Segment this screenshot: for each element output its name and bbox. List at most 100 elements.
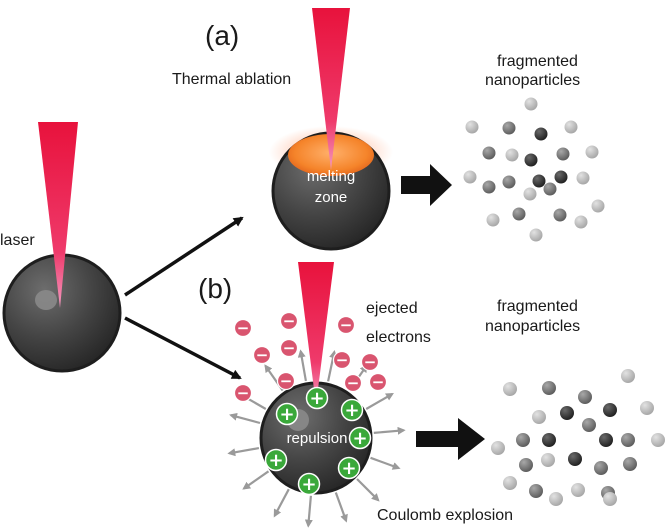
electron: − [233, 383, 253, 403]
positive-sign: + [279, 404, 294, 425]
fragment-particle [576, 171, 590, 185]
positive-sign: + [341, 458, 356, 479]
fragmented-a-line2: nanoparticles [485, 72, 580, 89]
laser-spot [35, 290, 57, 310]
fragment-particle [482, 180, 496, 194]
fragment-particle [502, 175, 516, 189]
laser-beam-left [38, 122, 78, 308]
fragment-particle [591, 199, 605, 213]
repulsion-arrow [242, 470, 270, 490]
electron-sign: − [336, 351, 349, 369]
fragment-particle [532, 410, 546, 424]
ejected-line1: ejected [366, 300, 418, 317]
thermal-nanoparticle-group [269, 8, 393, 251]
repulsion-arrow [356, 478, 380, 502]
melting-label: melting [307, 168, 355, 185]
positive-charge: + [305, 386, 329, 410]
fragment-particle [574, 215, 588, 229]
fragment-particle [621, 369, 635, 383]
repulsion-arrow [365, 393, 394, 410]
fragment-particle [603, 492, 617, 506]
fragment-particle [553, 208, 567, 222]
fragment-particle [623, 457, 637, 471]
fragment-particle [529, 484, 543, 498]
fragment-particle [486, 213, 500, 227]
coulomb-explosion-label: Coulomb explosion [377, 507, 513, 524]
positive-charge: + [340, 398, 364, 422]
repulsion-arrow [229, 412, 261, 425]
fragment-particle [585, 145, 599, 159]
positive-sign: + [268, 450, 283, 471]
fragment-particle [564, 120, 578, 134]
fragmented-a-line1: fragmented [497, 53, 578, 70]
electron-sign: − [256, 346, 269, 364]
electron-sign: − [372, 373, 385, 391]
fragment-particle [594, 461, 608, 475]
fragment-particle [523, 187, 537, 201]
fragment-particle [534, 127, 548, 141]
fragment-particle [542, 381, 556, 395]
positive-sign: + [301, 474, 316, 495]
electron-sign: − [347, 374, 360, 392]
electron: − [332, 350, 352, 370]
electron-sign: − [237, 384, 250, 402]
fragmented-b-line2: nanoparticles [485, 318, 580, 335]
electron: − [233, 318, 253, 338]
positive-charge: + [275, 402, 299, 426]
fragment-particle [543, 182, 557, 196]
fragment-particle [599, 433, 613, 447]
electron-sign: − [283, 339, 296, 357]
initial-nanoparticle-group [2, 122, 122, 373]
positive-sign: + [309, 388, 324, 409]
fragment-particle [503, 476, 517, 490]
fragment-particle [651, 433, 665, 447]
repulsion-arrow [304, 495, 313, 528]
fragment-particle [512, 207, 526, 221]
fragment-particle [463, 170, 477, 184]
positive-sign: + [344, 400, 359, 421]
fragment-particle [578, 390, 592, 404]
fragment-particle [554, 170, 568, 184]
fragment-cluster-a [463, 97, 605, 242]
fragment-particle [603, 403, 617, 417]
electron-sign: − [340, 316, 353, 334]
ejected-electrons: −−−−−−−−−−− [233, 311, 388, 403]
fragment-particle [532, 174, 546, 188]
positive-sign: + [352, 428, 367, 449]
fragmented-b-line1: fragmented [497, 298, 578, 315]
fragment-particle [582, 418, 596, 432]
fragment-particle [568, 452, 582, 466]
laser-label: laser [0, 232, 35, 249]
laser-beam-a [312, 8, 350, 170]
fragment-particle [524, 153, 538, 167]
fragment-particle [571, 483, 585, 497]
positive-charges: + + + + + + + [264, 386, 372, 496]
electron-sign: − [283, 312, 296, 330]
electron: − [368, 372, 388, 392]
ejected-line2: electrons [366, 329, 431, 346]
electron: − [252, 345, 272, 365]
electron-sign: − [237, 319, 250, 337]
repulsion-arrow [297, 349, 307, 382]
thermal-ablation-label: Thermal ablation [172, 71, 291, 88]
fragment-particle [491, 441, 505, 455]
repulsion-arrow [373, 426, 406, 435]
big-arrow-a [401, 164, 452, 206]
electron-sign: − [280, 372, 293, 390]
repulsion-arrow [370, 456, 401, 470]
fragment-particle [519, 458, 533, 472]
electron: − [279, 311, 299, 331]
positive-charge: + [348, 426, 372, 450]
repulsion-arrow [327, 349, 337, 382]
arrow-to-coulomb [124, 316, 242, 380]
positive-charge: + [297, 472, 321, 496]
big-arrow-b [416, 418, 485, 460]
panel-b-label: (b) [198, 273, 232, 304]
arrow-to-thermal [124, 216, 244, 297]
fragment-cluster-b [491, 369, 665, 506]
fragment-particle [621, 433, 635, 447]
fragment-particle [502, 121, 516, 135]
repulsion-arrow [273, 488, 290, 518]
